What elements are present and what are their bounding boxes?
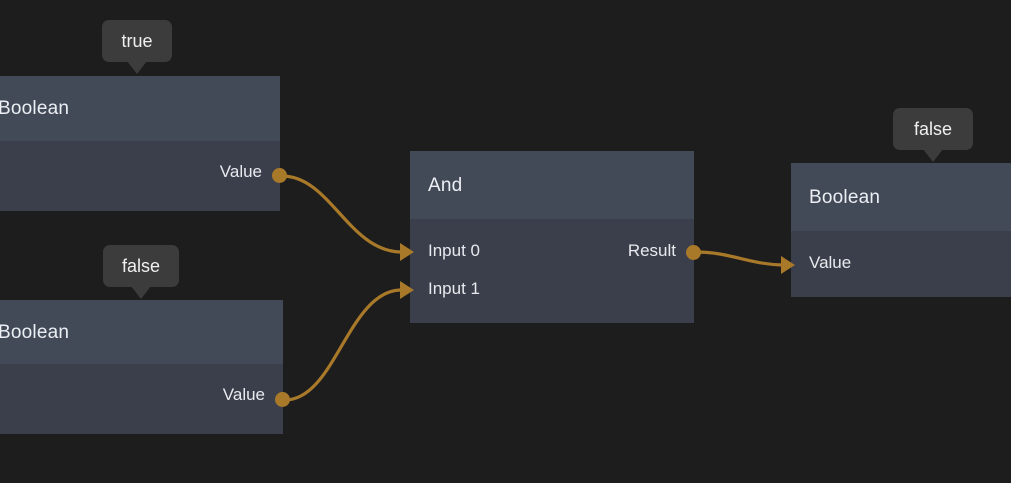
tooltip-pointer: [923, 149, 943, 162]
port-label-value: Value: [219, 161, 262, 181]
node-body: Value: [0, 364, 283, 434]
node-boolean-result[interactable]: Boolean Value: [781, 163, 1011, 297]
node-body: Value: [0, 141, 280, 211]
input-port-input0[interactable]: [400, 243, 414, 261]
tooltip-boolean-result: false: [893, 108, 973, 162]
port-row-input0[interactable]: Input 0: [410, 235, 694, 265]
node-and[interactable]: And Input 0 Input 1 Result: [400, 151, 701, 323]
port-label-input1: Input 1: [428, 278, 480, 298]
port-label-value: Value: [809, 252, 852, 272]
tooltip-text: false: [913, 119, 953, 139]
port-row-result[interactable]: Result: [410, 235, 694, 265]
node-title: Boolean: [809, 186, 881, 208]
port-row-value-in[interactable]: Value: [791, 247, 1011, 277]
output-port-value[interactable]: [272, 168, 287, 183]
node-boolean-false[interactable]: Boolean Value: [0, 300, 290, 434]
node-boolean-true[interactable]: Boolean Value: [0, 76, 287, 211]
port-row-value-out[interactable]: Value: [0, 156, 280, 186]
node-title: Boolean: [0, 98, 70, 119]
tooltip-boolean-false: false: [103, 245, 179, 299]
node-body: Value: [791, 231, 1011, 297]
port-row-value-out[interactable]: Value: [0, 379, 283, 409]
port-row-input1[interactable]: Input 1: [410, 273, 694, 303]
node-body: Input 0 Input 1 Result: [410, 219, 694, 323]
output-port-result[interactable]: [686, 245, 701, 260]
node-header[interactable]: And: [410, 151, 694, 219]
edge-false-to-input1: [283, 288, 402, 402]
node-title: Boolean: [0, 321, 70, 343]
input-port-value[interactable]: [781, 256, 795, 274]
node-header[interactable]: Boolean: [0, 76, 280, 141]
output-port-value[interactable]: [275, 392, 290, 407]
input-port-input1[interactable]: [400, 281, 414, 299]
tooltip-boolean-true: true: [102, 20, 172, 74]
edge-result-to-value: [694, 250, 784, 267]
port-label-value: Value: [222, 384, 265, 404]
tooltip-pointer: [127, 61, 147, 74]
node-header[interactable]: Boolean: [791, 163, 1011, 231]
tooltip-text: false: [121, 256, 161, 276]
tooltip-text: true: [121, 31, 153, 51]
edge-true-to-input0: [280, 174, 402, 254]
port-label-result: Result: [627, 240, 676, 260]
node-title: And: [428, 174, 463, 196]
tooltip-pointer: [131, 286, 151, 299]
port-label-input0: Input 0: [428, 240, 480, 260]
node-header[interactable]: Boolean: [0, 300, 283, 364]
